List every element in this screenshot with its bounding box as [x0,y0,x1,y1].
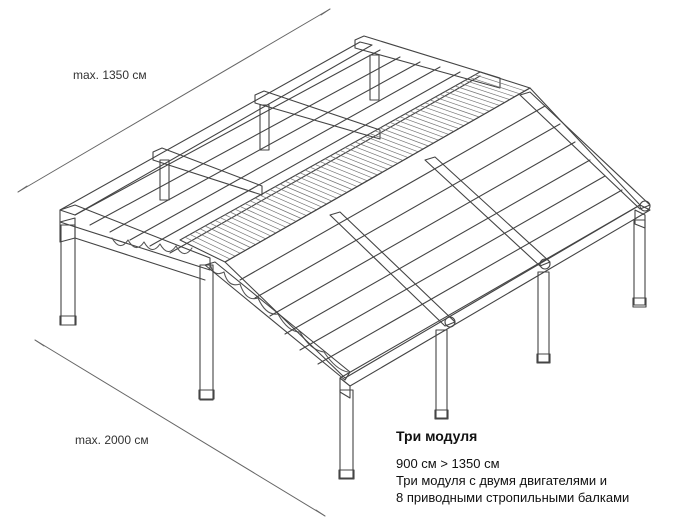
ridge-corrugation [184,74,526,260]
dimension-line-width [17,8,331,193]
corrugation-line [259,194,307,216]
corrugation-line [399,116,450,135]
corrugation-line [244,203,292,225]
corrugation-line [444,91,495,109]
corrugation-line [364,136,414,156]
corrugation-line [379,127,429,147]
corrugation-line [214,220,261,243]
corrugation-line [459,82,511,100]
corrugation-line [414,108,465,127]
corrugation-line [344,147,394,167]
corrugation-line [409,110,460,129]
corrugation-line [454,85,505,103]
corrugation-line [369,133,419,153]
corrugation-line [384,124,434,144]
corrugation-line [249,200,297,222]
front-posts [338,219,647,480]
corrugation-line [279,183,328,205]
width-dimension-label: max. 1350 см [73,68,147,82]
corrugation-line [389,122,439,141]
corrugation-line [394,119,444,138]
corrugation-line [424,102,475,121]
corrugation-line [319,161,368,182]
corrugation-line [184,236,231,260]
back-posts [59,54,380,401]
corrugation-line [349,144,399,164]
corrugation-line [189,234,236,257]
caption-line: 8 приводными стропильными балками [396,490,630,505]
caption-line: 900 см > 1350 см [396,456,500,471]
corrugation-line [284,180,333,202]
corrugation-line [264,192,312,214]
corrugation-line [239,206,287,228]
corrugation-line [294,175,343,196]
caption: Три модуля 900 см > 1350 см Три модуля с… [396,428,629,506]
corrugation-line [419,105,470,124]
corrugation-line [464,80,516,98]
corrugation-line [289,178,338,199]
corrugation-line [274,186,322,208]
front-roof-panels [224,87,641,379]
corrugation-line [309,166,358,187]
caption-line: Три модуля с двумя двигателями и [396,473,607,488]
corrugation-line [254,197,302,219]
corrugation-line [334,152,383,173]
corrugation-line [439,94,490,112]
corrugation-line [314,164,363,185]
corrugation-line [224,214,272,237]
corrugation-line [429,99,480,118]
corrugation-line [474,74,526,92]
front-rafters [329,91,651,328]
caption-title: Три модуля [396,428,478,444]
corrugation-line [434,96,485,115]
corrugation-line [229,211,277,234]
dimension-line-depth [34,339,326,517]
fabric-scallops [111,237,349,373]
front-beam [204,204,651,399]
depth-dimension-label: max. 2000 см [75,433,149,447]
corrugation-line [269,189,317,211]
corrugation-line [209,222,256,245]
corrugation-line [204,225,251,248]
corrugation-line [469,77,521,95]
corrugation-line [329,155,378,176]
corrugation-line [299,172,348,193]
corrugation-line [194,231,241,254]
corrugation-line [199,228,246,251]
corrugation-line [219,217,267,240]
corrugation-line [234,208,282,231]
corrugation-line [339,150,389,170]
corrugation-line [324,158,373,179]
corrugation-line [404,113,455,132]
corrugation-line [359,138,409,158]
corrugation-line [374,130,424,150]
corrugation-line [449,88,500,106]
corrugation-line [354,141,404,161]
corrugation-line [304,169,353,190]
